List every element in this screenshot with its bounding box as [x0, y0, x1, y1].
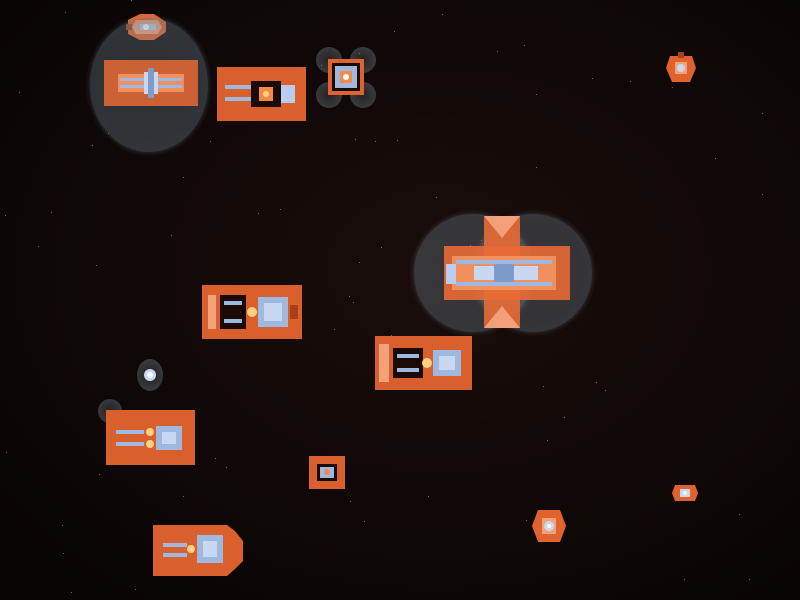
star [436, 197, 437, 198]
star [226, 467, 227, 468]
star [684, 579, 685, 580]
star [71, 592, 72, 593]
star [350, 501, 351, 502]
star [394, 31, 395, 32]
star [375, 141, 376, 142]
star [65, 12, 66, 13]
star [497, 51, 498, 52]
star [349, 296, 350, 297]
star [596, 382, 597, 383]
star [51, 212, 52, 213]
star [397, 140, 398, 141]
star [183, 496, 184, 497]
star [543, 386, 544, 387]
battleship-shielded-center[interactable] [444, 216, 570, 328]
transport-bottom-left[interactable] [153, 521, 243, 576]
star [391, 335, 392, 336]
scout-top-right[interactable] [664, 50, 698, 86]
star [280, 209, 281, 210]
star [355, 139, 356, 140]
star [19, 92, 20, 93]
star [258, 213, 259, 214]
star [92, 145, 93, 146]
star [564, 417, 565, 418]
star [5, 215, 6, 216]
star [442, 14, 443, 15]
star [96, 265, 97, 266]
star [364, 521, 365, 522]
star [428, 496, 429, 497]
star [171, 235, 172, 236]
star [63, 553, 64, 554]
pod-small-center[interactable] [309, 456, 345, 489]
star [135, 589, 136, 590]
destroyer-top[interactable] [217, 67, 306, 121]
star [359, 262, 360, 263]
carrier-center-left[interactable] [202, 285, 302, 339]
star [762, 194, 763, 195]
star [672, 87, 673, 88]
star [739, 514, 740, 515]
station-quad-shield[interactable] [326, 57, 366, 97]
star [38, 246, 39, 247]
star [526, 520, 527, 521]
drone-shielded-left[interactable] [142, 367, 158, 383]
star [334, 329, 335, 330]
star [524, 45, 525, 46]
star [381, 247, 382, 248]
star [321, 65, 322, 66]
star [183, 177, 184, 178]
fighter-bottom-right[interactable] [671, 481, 699, 505]
star [715, 158, 716, 159]
star [210, 141, 211, 142]
star [547, 440, 548, 441]
star [99, 474, 100, 475]
star [605, 390, 606, 391]
gunship-left[interactable] [106, 410, 195, 465]
star [6, 452, 7, 453]
star [62, 525, 63, 526]
star [592, 78, 593, 79]
star [359, 53, 360, 54]
star [536, 94, 537, 95]
star [536, 167, 537, 168]
fighter-bottom-center[interactable] [530, 506, 568, 546]
star [215, 458, 216, 459]
star [630, 81, 631, 82]
cruiser-shielded-top-left[interactable] [104, 60, 198, 106]
star [749, 579, 750, 580]
star [131, 0, 132, 1]
carrier-center[interactable] [375, 336, 472, 390]
star [762, 113, 763, 114]
star [353, 302, 354, 303]
